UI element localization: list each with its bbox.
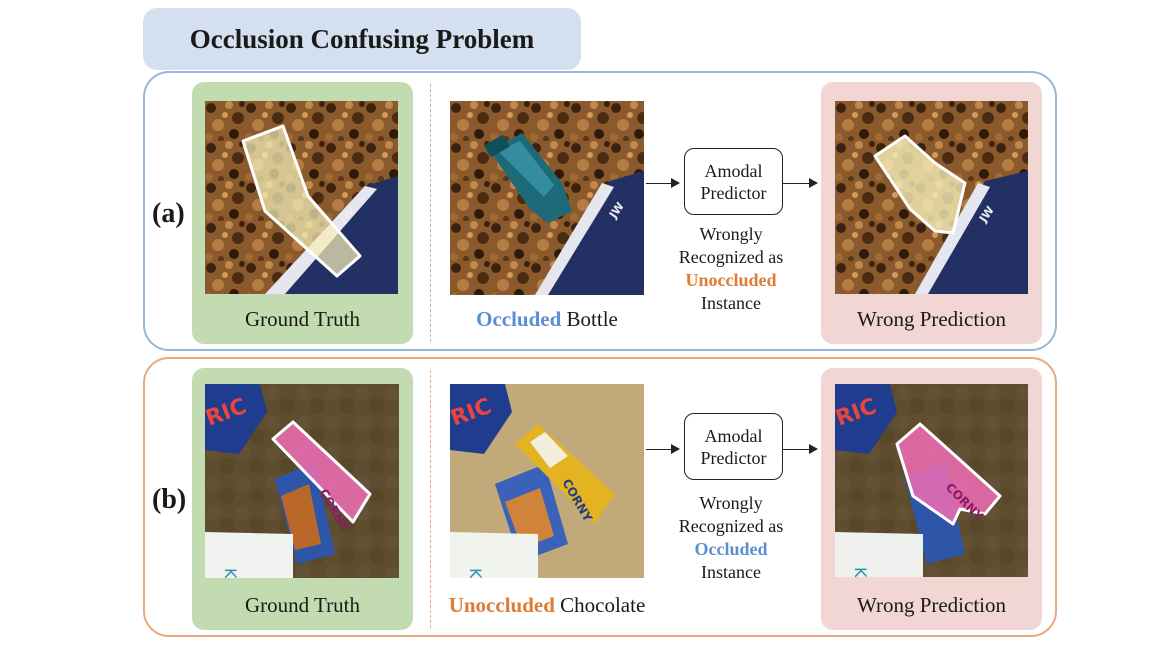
row-b-amodal-predictor: Amodal Predictor	[684, 413, 783, 480]
row-a-prediction-mask	[873, 134, 967, 235]
row-a-note-line4: Instance	[701, 293, 761, 313]
row-b-prediction-caption: Wrong Prediction	[856, 593, 1007, 617]
row-a-amodal-predictor: Amodal Predictor	[684, 148, 783, 215]
row-a-predictor-line1: Amodal	[704, 160, 763, 181]
row-b-prediction-mask	[895, 422, 1002, 526]
row-b-predictor-line2: Predictor	[700, 447, 767, 468]
row-b-input-image: RIC Köln CORNY	[450, 384, 644, 578]
row-a-note-highlight: Unoccluded	[685, 270, 777, 290]
row-b-note-highlight: Occluded	[694, 539, 768, 559]
row-b-object-name: Chocolate	[560, 593, 646, 617]
row-a-note-line2: Recognized as	[678, 247, 784, 267]
row-a-note: Wrongly Recognized as Unoccluded Instanc…	[660, 223, 802, 315]
row-a-prediction-image: JW	[835, 101, 1028, 294]
row-b-note-line4: Instance	[701, 562, 761, 582]
row-b-ground-truth-caption: Ground Truth	[245, 593, 360, 617]
row-b-predictor-line1: Amodal	[704, 425, 763, 446]
row-a-label: (a)	[152, 198, 185, 229]
row-a-occluded-highlight: Occluded	[476, 307, 562, 331]
row-b-unoccluded-highlight: Unoccluded	[448, 593, 555, 617]
row-b-prediction-book-text: Köln	[851, 567, 870, 577]
row-b-note: Wrongly Recognized as Occluded Instance	[660, 492, 802, 584]
row-b-prediction-image: RIC Köln CORNY	[835, 384, 1028, 577]
row-b-ground-truth-image: RIC Köln CORNY	[205, 384, 399, 578]
row-b-note-line2: Recognized as	[678, 516, 784, 536]
row-a-input-caption: Occluded Bottle	[450, 307, 644, 332]
row-a-input-image: JW	[450, 101, 644, 295]
figure-title: Occlusion Confusing Problem	[143, 8, 581, 70]
row-a-prediction-caption: Wrong Prediction	[856, 307, 1007, 331]
row-a-divider	[430, 84, 431, 342]
row-b-book-text: Köln	[221, 568, 240, 578]
row-b-arrow-out	[782, 444, 818, 454]
row-b-arrow-in	[646, 444, 680, 454]
row-b-frame	[143, 357, 1057, 637]
row-a-ground-truth-mask	[241, 124, 362, 278]
row-b-input-caption: Unoccluded Chocolate	[430, 593, 664, 618]
row-a-ground-truth-image: JW	[205, 101, 398, 294]
row-b-ground-truth-mask	[271, 420, 372, 524]
row-b-note-line1: Wrongly	[699, 493, 763, 513]
row-a-ground-truth-caption: Ground Truth	[245, 307, 360, 331]
row-a-arrow-in	[646, 178, 680, 188]
row-a-predictor-line2: Predictor	[700, 182, 767, 203]
row-a-object-name: Bottle	[566, 307, 618, 331]
row-a-frame	[143, 71, 1057, 351]
row-b-input-book-text: Köln	[466, 568, 485, 578]
row-a-note-line1: Wrongly	[699, 224, 763, 244]
row-b-divider	[430, 370, 431, 628]
row-a-arrow-out	[782, 178, 818, 188]
row-b-label: (b)	[152, 484, 187, 515]
